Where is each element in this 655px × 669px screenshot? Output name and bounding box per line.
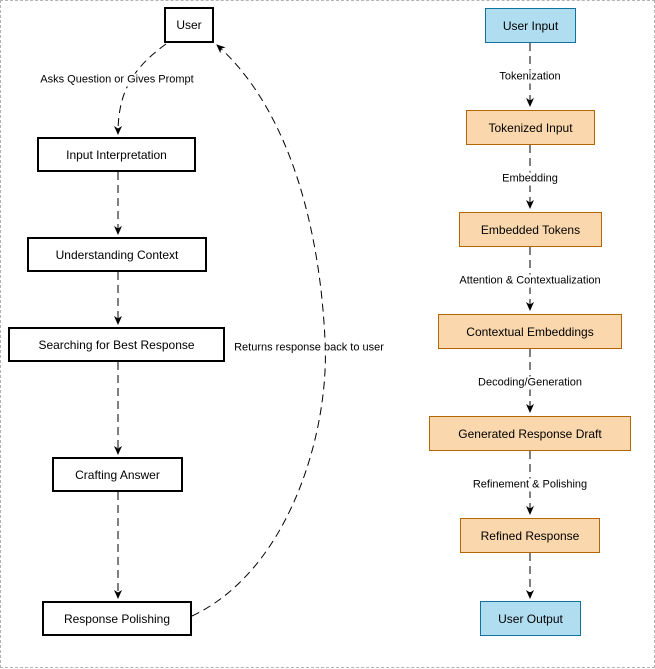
edge-label-decoding: Decoding/Generation xyxy=(477,376,583,390)
node-user-output[interactable]: User Output xyxy=(480,601,581,636)
node-crafting-answer[interactable]: Crafting Answer xyxy=(52,457,183,492)
edge-label-embedding: Embedding xyxy=(501,172,559,186)
node-user-input[interactable]: User Input xyxy=(485,8,576,43)
node-input-interpretation[interactable]: Input Interpretation xyxy=(37,137,196,172)
node-user[interactable]: User xyxy=(164,7,214,43)
edge-label-refinement: Refinement & Polishing xyxy=(471,478,589,492)
edge-label-tokenization: Tokenization xyxy=(498,70,562,84)
edge-label-attention: Attention & Contextualization xyxy=(458,274,602,288)
node-contextual-embeddings[interactable]: Contextual Embeddings xyxy=(438,314,622,349)
node-response-polishing[interactable]: Response Polishing xyxy=(42,601,192,636)
node-embedded-tokens[interactable]: Embedded Tokens xyxy=(459,212,602,247)
edge-user-to-interpretation xyxy=(114,43,167,135)
edge-polishing-back-to-user xyxy=(191,44,326,617)
node-understanding-context[interactable]: Understanding Context xyxy=(27,237,207,272)
node-generated-response-draft[interactable]: Generated Response Draft xyxy=(429,416,631,451)
edge-label-asks: Asks Question or Gives Prompt xyxy=(39,73,195,87)
edge-label-returns: Returns response back to user xyxy=(233,341,385,355)
node-tokenized-input[interactable]: Tokenized Input xyxy=(466,110,595,145)
node-refined-response[interactable]: Refined Response xyxy=(460,518,600,553)
node-searching-best-response[interactable]: Searching for Best Response xyxy=(8,327,225,362)
